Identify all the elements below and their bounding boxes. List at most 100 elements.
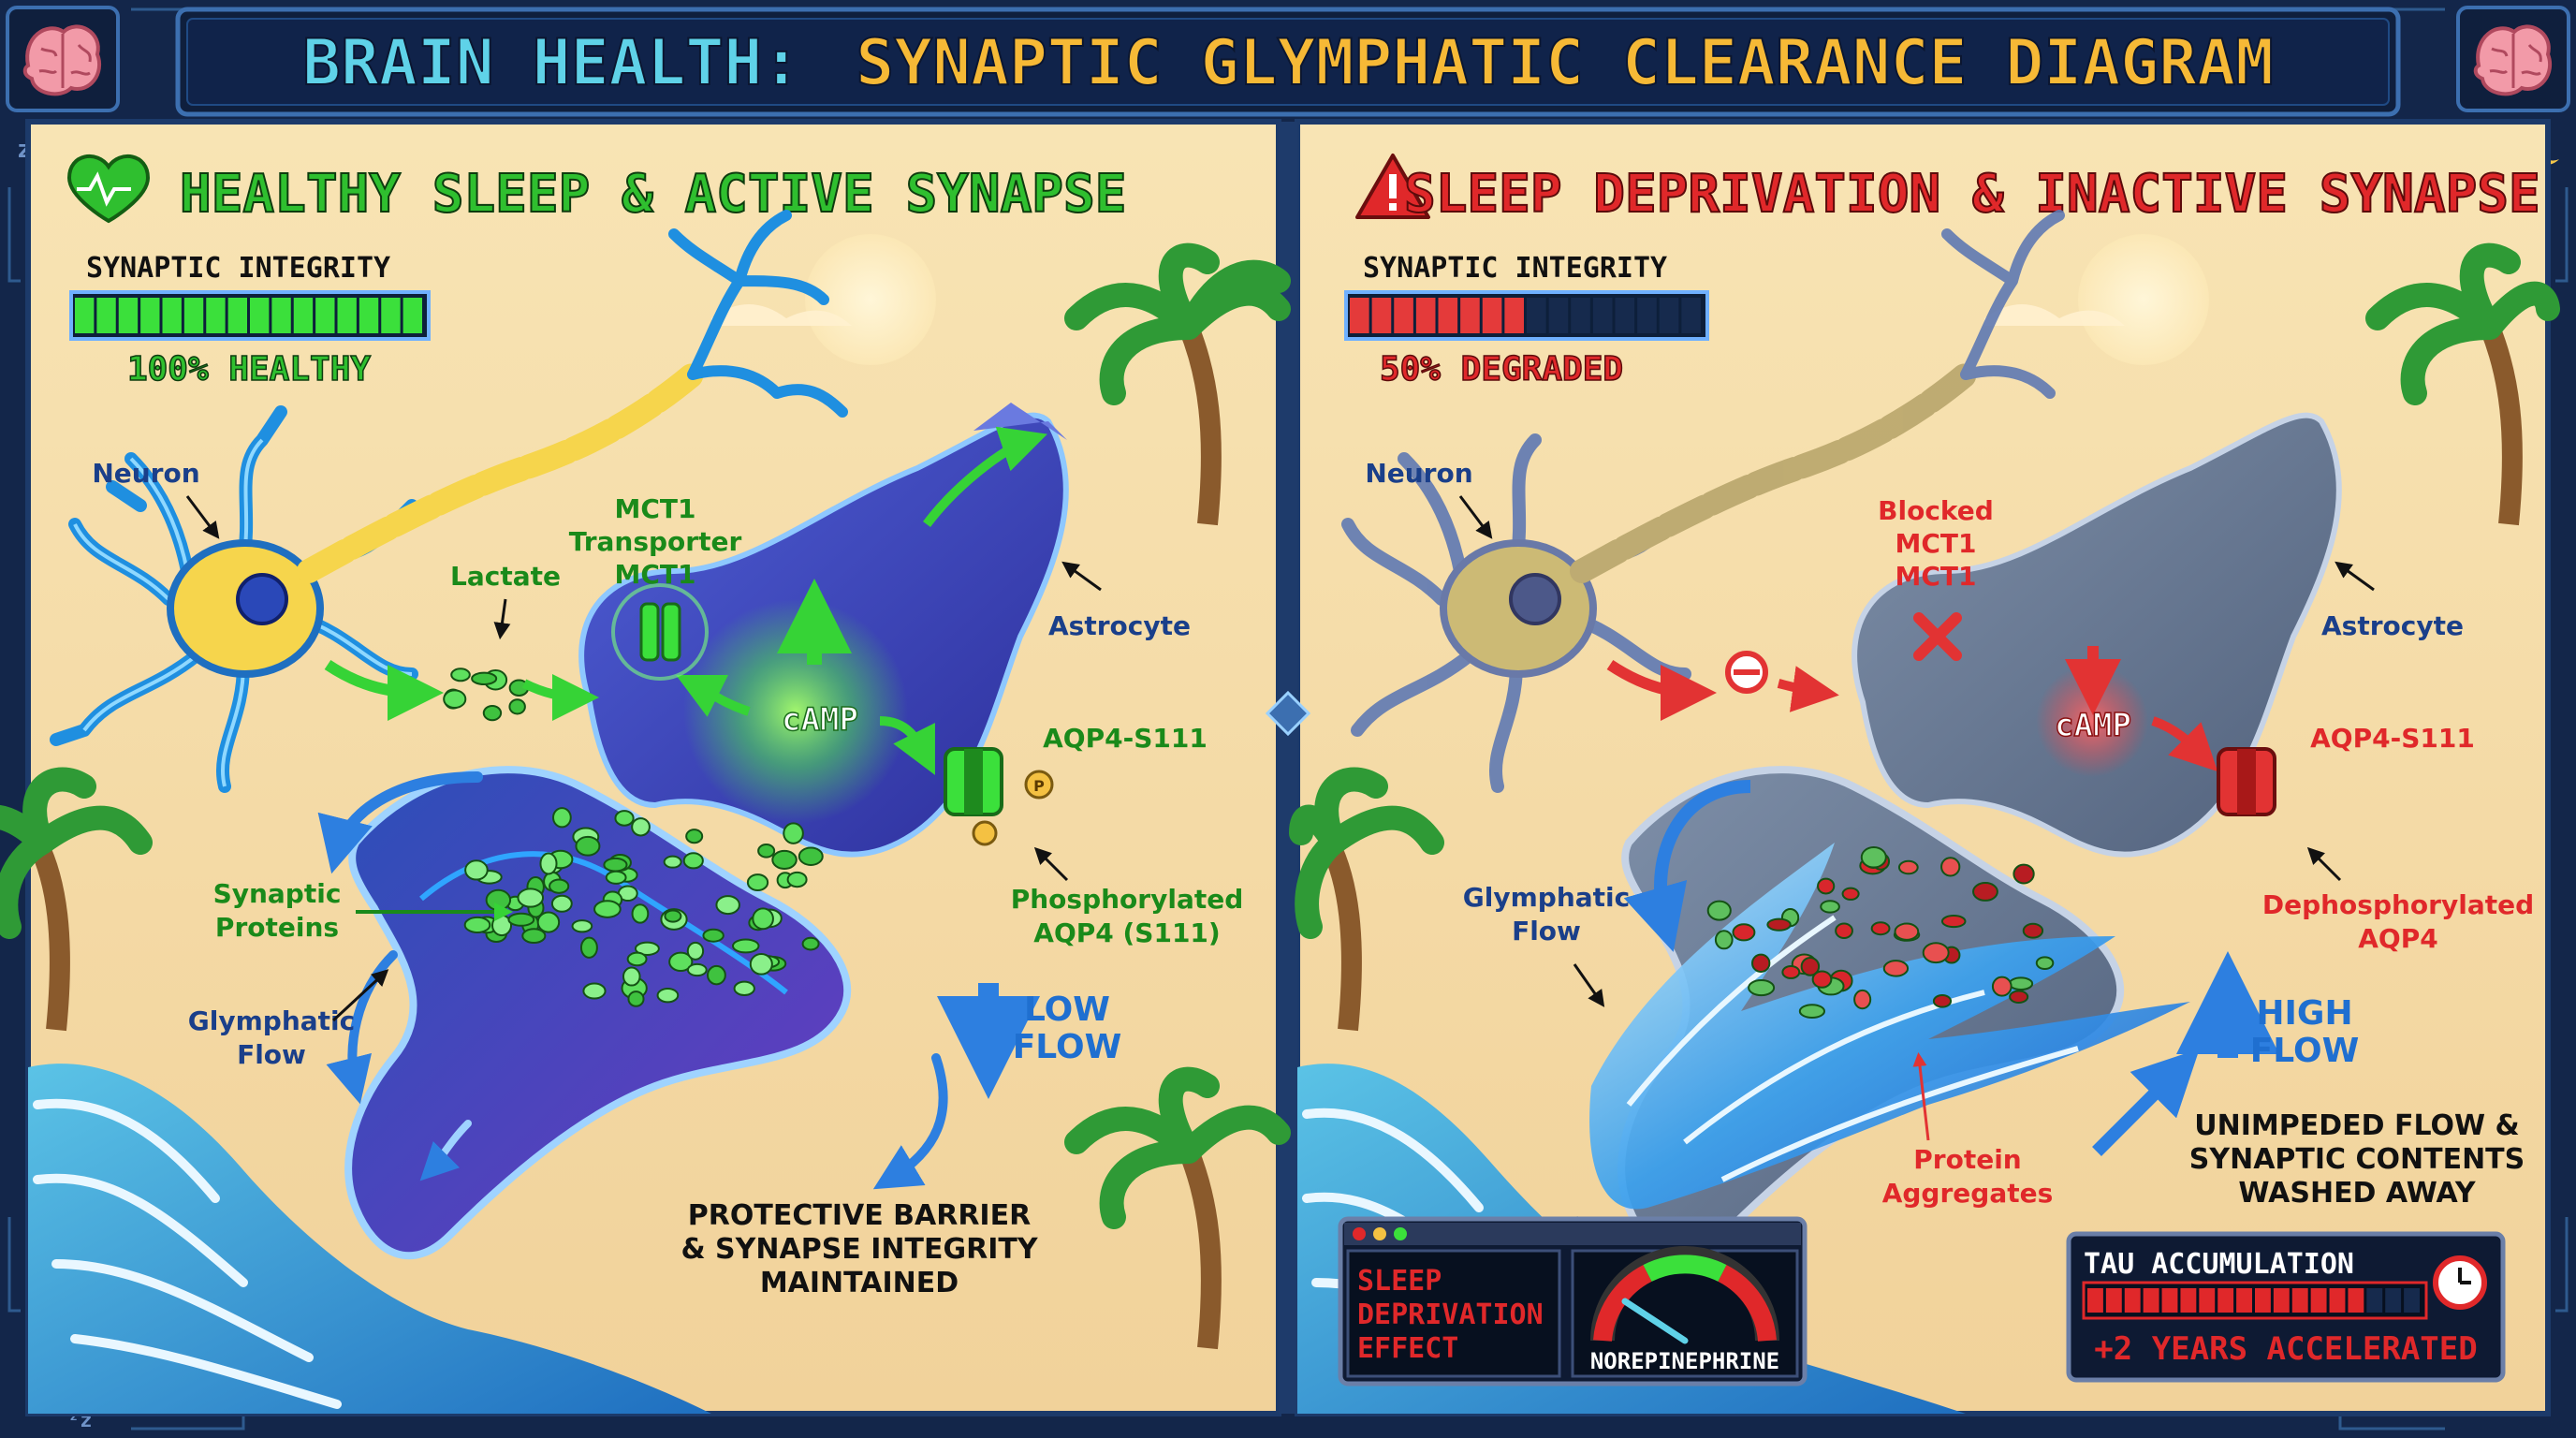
bar-segment — [293, 298, 314, 333]
right-glymph-label-b: Flow — [1512, 916, 1581, 946]
bar-segment — [337, 298, 357, 333]
right-camp-label: cAMP — [2055, 707, 2131, 744]
vesicle — [1841, 887, 1860, 901]
vesicle — [752, 907, 774, 931]
right-heading: SLEEP DEPRIVATION & INACTIVE SYNAPSE — [1355, 154, 2541, 226]
vesicle — [521, 928, 547, 945]
bar-segment — [271, 298, 291, 333]
left-glymph-label-a: Glymphatic — [188, 1005, 355, 1036]
vesicle — [702, 928, 724, 943]
neuron — [50, 210, 848, 793]
bar-segment — [1394, 298, 1413, 333]
panel-divider — [1279, 122, 1297, 1414]
left-heading: HEALTHY SLEEP & ACTIVE SYNAPSE — [66, 154, 1127, 226]
vesicle — [614, 810, 635, 827]
vesicle — [1751, 953, 1771, 974]
vesicle — [2022, 922, 2044, 939]
right-astrocyte-label: Astrocyte — [2321, 610, 2464, 641]
divider-gem — [1265, 690, 1311, 737]
bar-segment — [1637, 298, 1657, 333]
dephos-label-a: Dephosphorylated — [2262, 889, 2534, 920]
vesicle — [733, 980, 755, 996]
vesicle — [582, 982, 607, 1000]
right-heading-text: SLEEP DEPRIVATION & INACTIVE SYNAPSE — [1404, 164, 2540, 225]
unimpeded-note: UNIMPEDED FLOW & SYNAPTIC CONTENTS WASHE… — [2189, 1109, 2525, 1210]
vesicle — [1882, 960, 1910, 977]
vesicle — [485, 888, 512, 911]
bar-segment — [2404, 1288, 2420, 1313]
camp-glow — [683, 599, 908, 824]
vesicle — [1798, 1004, 1826, 1020]
synaptic-label-b: Proteins — [215, 912, 339, 943]
vesicle — [664, 909, 682, 923]
vesicle — [1817, 877, 1836, 895]
sea-waves — [33, 1098, 342, 1409]
bar-segment — [2310, 1288, 2327, 1313]
vesicle — [707, 964, 726, 986]
bar-segment — [2087, 1288, 2103, 1313]
vesicle — [539, 852, 558, 875]
vesicle — [1972, 882, 1998, 902]
bar-segment — [96, 298, 116, 333]
vesicle — [1870, 921, 1891, 936]
bar-segment — [2385, 1288, 2402, 1313]
bar-segment — [1548, 298, 1569, 333]
effect-line-3: EFFECT — [1357, 1332, 1458, 1365]
vesicle — [631, 817, 651, 837]
bar-segment — [75, 298, 95, 333]
vesicle — [685, 829, 704, 844]
tau-accumulation-box: TAU ACCUMULATION +2 YEARS ACCELERATED — [2066, 1231, 2506, 1383]
low-flow-label-a: LOW — [1024, 990, 1110, 1029]
vesicle — [1991, 976, 2012, 997]
high-flow-label-a: HIGH — [2256, 994, 2352, 1033]
right-integrity-fill — [1350, 298, 1701, 333]
vesicle — [508, 698, 526, 715]
vesicle — [771, 849, 798, 870]
vesicle — [507, 912, 535, 927]
bar-segment — [2105, 1288, 2122, 1313]
barrier-line-1: PROTECTIVE BARRIER — [688, 1199, 1031, 1232]
sleep-deprivation-effect-box: SLEEP DEPRIVATION EFFECT NOREPINEPHRINE — [1338, 1216, 1808, 1387]
bar-segment — [250, 298, 270, 333]
neuron — [1341, 210, 2065, 793]
dephos-label-b: AQP4 — [2358, 923, 2437, 954]
aqp4-channel: P — [944, 747, 1054, 846]
right-integrity-label: SYNAPTIC INTEGRITY — [1363, 252, 1667, 285]
title-bar: BRAIN HEALTH: SYNAPTIC GLYMPHATIC CLEARA… — [175, 7, 2401, 117]
left-integrity-label: SYNAPTIC INTEGRITY — [86, 252, 390, 285]
blocked-label-a: Blocked — [1878, 495, 1994, 526]
synaptic-protein-cluster — [443, 668, 824, 1007]
bar-segment — [2348, 1288, 2364, 1313]
bar-segment — [1592, 298, 1613, 333]
bar-segment — [2255, 1288, 2271, 1313]
vesicle — [463, 916, 491, 934]
vesicle — [1835, 922, 1853, 940]
vesicle — [656, 987, 680, 1004]
right-pointers — [1458, 495, 2375, 1141]
barrier-line-3: MAINTAINED — [760, 1267, 959, 1299]
tau-bar-fill — [2087, 1288, 2420, 1313]
vesicle — [536, 911, 561, 933]
vesicle — [471, 671, 498, 686]
left-integrity-status: 100% HEALTHY — [127, 350, 371, 389]
bar-segment — [2329, 1288, 2346, 1313]
vesicle — [798, 846, 824, 866]
vesicle — [1766, 917, 1792, 932]
left-labels: Neuron Lactate MCT1 Transporter MCT1 Ast… — [92, 458, 1243, 1070]
vesicle — [549, 878, 570, 894]
bar-segment — [1415, 298, 1436, 333]
bar-segment — [1371, 298, 1392, 333]
vesicle — [1820, 900, 1840, 914]
vesicle — [663, 855, 682, 869]
bar-segment — [1571, 298, 1590, 333]
vesicle — [686, 941, 705, 961]
vesicle — [1714, 930, 1734, 950]
bar-segment — [1527, 298, 1546, 333]
bar-segment — [2217, 1288, 2234, 1313]
vesicle — [1860, 845, 1887, 869]
phospho-label-a: Phosphorylated — [1011, 884, 1244, 915]
vesicle — [786, 871, 808, 888]
vesicle — [1853, 989, 1872, 1010]
protein-label-a: Protein — [1913, 1144, 2021, 1175]
